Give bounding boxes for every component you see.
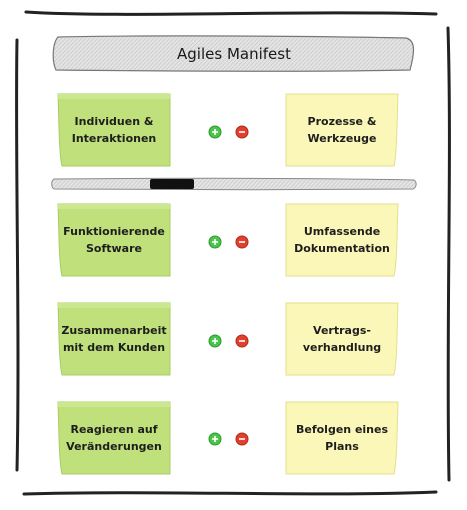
value-note-left-label: Individuen & Interaktionen — [71, 115, 157, 145]
plus-circle-icon[interactable] — [208, 125, 222, 139]
minus-circle-icon[interactable] — [235, 235, 249, 249]
scrollbar-thumb[interactable] — [150, 179, 194, 189]
value-note-left: Individuen & Interaktionen — [56, 93, 172, 167]
value-note-left: Reagieren auf Veränderungen — [56, 401, 172, 475]
value-note-left-label: Zusammenarbeit mit dem Kunden — [61, 324, 167, 354]
value-note-right: Umfassende Dokumentation — [284, 203, 400, 277]
title-banner — [52, 35, 415, 72]
horizontal-scrollbar[interactable] — [50, 176, 418, 192]
page-title: Agiles Manifest — [177, 45, 291, 63]
value-note-left: Funktionierende Software — [56, 203, 172, 277]
minus-circle-icon[interactable] — [235, 334, 249, 348]
plus-circle-icon[interactable] — [208, 334, 222, 348]
value-note-right: Vertrags- verhandlung — [284, 302, 400, 376]
minus-circle-icon[interactable] — [235, 125, 249, 139]
plus-circle-icon[interactable] — [208, 432, 222, 446]
value-note-left-label: Reagieren auf Veränderungen — [66, 423, 162, 453]
minus-circle-icon[interactable] — [235, 432, 249, 446]
plus-circle-icon[interactable] — [208, 235, 222, 249]
value-note-right-label: Vertrags- verhandlung — [302, 324, 382, 354]
value-note-left: Zusammenarbeit mit dem Kunden — [56, 302, 172, 376]
value-note-right: Prozesse & Werkzeuge — [284, 93, 400, 167]
value-note-right-label: Umfassende Dokumentation — [294, 225, 390, 255]
value-note-left-label: Funktionierende Software — [63, 225, 165, 255]
value-note-right-label: Befolgen eines Plans — [295, 423, 389, 453]
value-note-right: Befolgen eines Plans — [284, 401, 400, 475]
value-note-right-label: Prozesse & Werkzeuge — [307, 115, 377, 145]
